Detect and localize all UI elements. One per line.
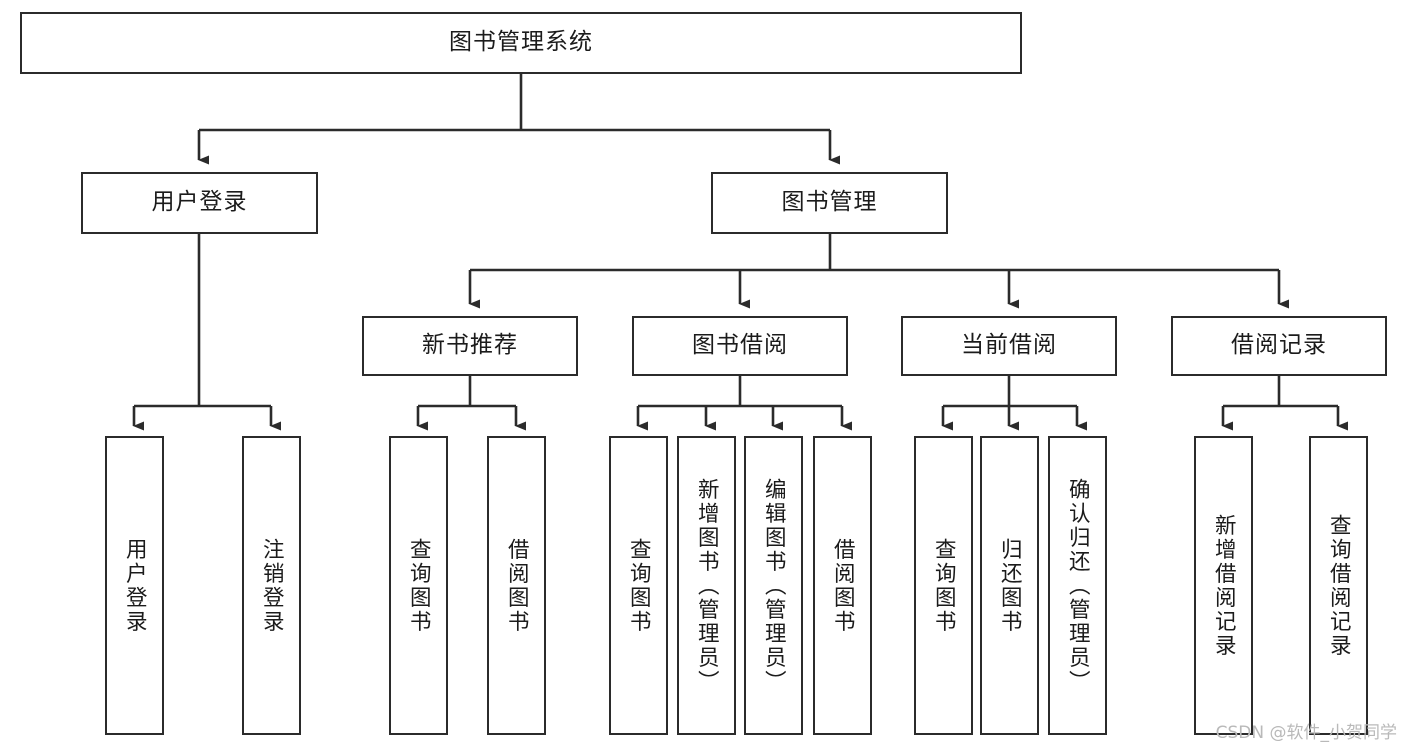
node-label: 确认归还（管理员） [1065, 477, 1091, 694]
node-borrow-record[interactable]: 借阅记录 [1171, 316, 1387, 376]
borrow-record-to-leaves-connectors [1221, 376, 1348, 431]
node-label: 图书借阅 [692, 332, 788, 359]
node-leaf-borrow-book-2[interactable]: 借阅图书 [813, 436, 872, 735]
node-book-management[interactable]: 图书管理 [711, 172, 948, 234]
node-label: 查询借阅记录 [1326, 513, 1352, 658]
node-label: 当前借阅 [961, 332, 1057, 359]
node-leaf-add-borrow-record[interactable]: 新增借阅记录 [1194, 436, 1253, 735]
node-leaf-return-book[interactable]: 归还图书 [980, 436, 1039, 735]
node-label: 借阅图书 [504, 537, 530, 634]
node-label: 归还图书 [997, 537, 1023, 634]
node-label: 查询图书 [406, 537, 432, 634]
node-label: 图书管理系统 [449, 29, 593, 56]
node-root-book-management-system[interactable]: 图书管理系统 [20, 12, 1022, 74]
node-label: 借阅记录 [1231, 332, 1327, 359]
node-current-borrow[interactable]: 当前借阅 [901, 316, 1117, 376]
node-leaf-user-login[interactable]: 用户登录 [105, 436, 164, 735]
node-user-login[interactable]: 用户登录 [81, 172, 318, 234]
watermark-text: CSDN @软件_小贺同学 [1215, 723, 1397, 743]
node-label: 用户登录 [122, 537, 148, 634]
node-label: 编辑图书（管理员） [761, 477, 787, 694]
new-book-recommend-to-leaves-connectors [416, 376, 526, 431]
node-label: 新增图书（管理员） [694, 477, 720, 694]
root-to-level2-connectors [197, 74, 840, 165]
node-leaf-borrow-book-1[interactable]: 借阅图书 [487, 436, 546, 735]
node-leaf-add-book-admin[interactable]: 新增图书（管理员） [677, 436, 736, 735]
node-leaf-query-book-2[interactable]: 查询图书 [609, 436, 668, 735]
book-borrow-to-leaves-connectors [636, 376, 852, 431]
node-leaf-query-book-1[interactable]: 查询图书 [389, 436, 448, 735]
user-login-to-leaves-connectors [132, 234, 281, 431]
node-leaf-query-borrow-record[interactable]: 查询借阅记录 [1309, 436, 1368, 735]
node-label: 用户登录 [151, 189, 248, 216]
current-borrow-to-leaves-connectors [941, 376, 1087, 431]
node-leaf-edit-book-admin[interactable]: 编辑图书（管理员） [744, 436, 803, 735]
node-label: 新书推荐 [422, 332, 518, 359]
node-leaf-logout-login[interactable]: 注销登录 [242, 436, 301, 735]
book-management-to-level3-connectors [468, 234, 1289, 309]
node-label: 新增借阅记录 [1211, 513, 1237, 658]
node-label: 注销登录 [259, 537, 285, 634]
node-label: 借阅图书 [830, 537, 856, 634]
node-label: 查询图书 [931, 537, 957, 634]
node-leaf-confirm-return-admin[interactable]: 确认归还（管理员） [1048, 436, 1107, 735]
node-label: 图书管理 [781, 189, 878, 216]
node-book-borrow[interactable]: 图书借阅 [632, 316, 848, 376]
node-label: 查询图书 [626, 537, 652, 634]
node-new-book-recommend[interactable]: 新书推荐 [362, 316, 578, 376]
node-leaf-query-book-3[interactable]: 查询图书 [914, 436, 973, 735]
